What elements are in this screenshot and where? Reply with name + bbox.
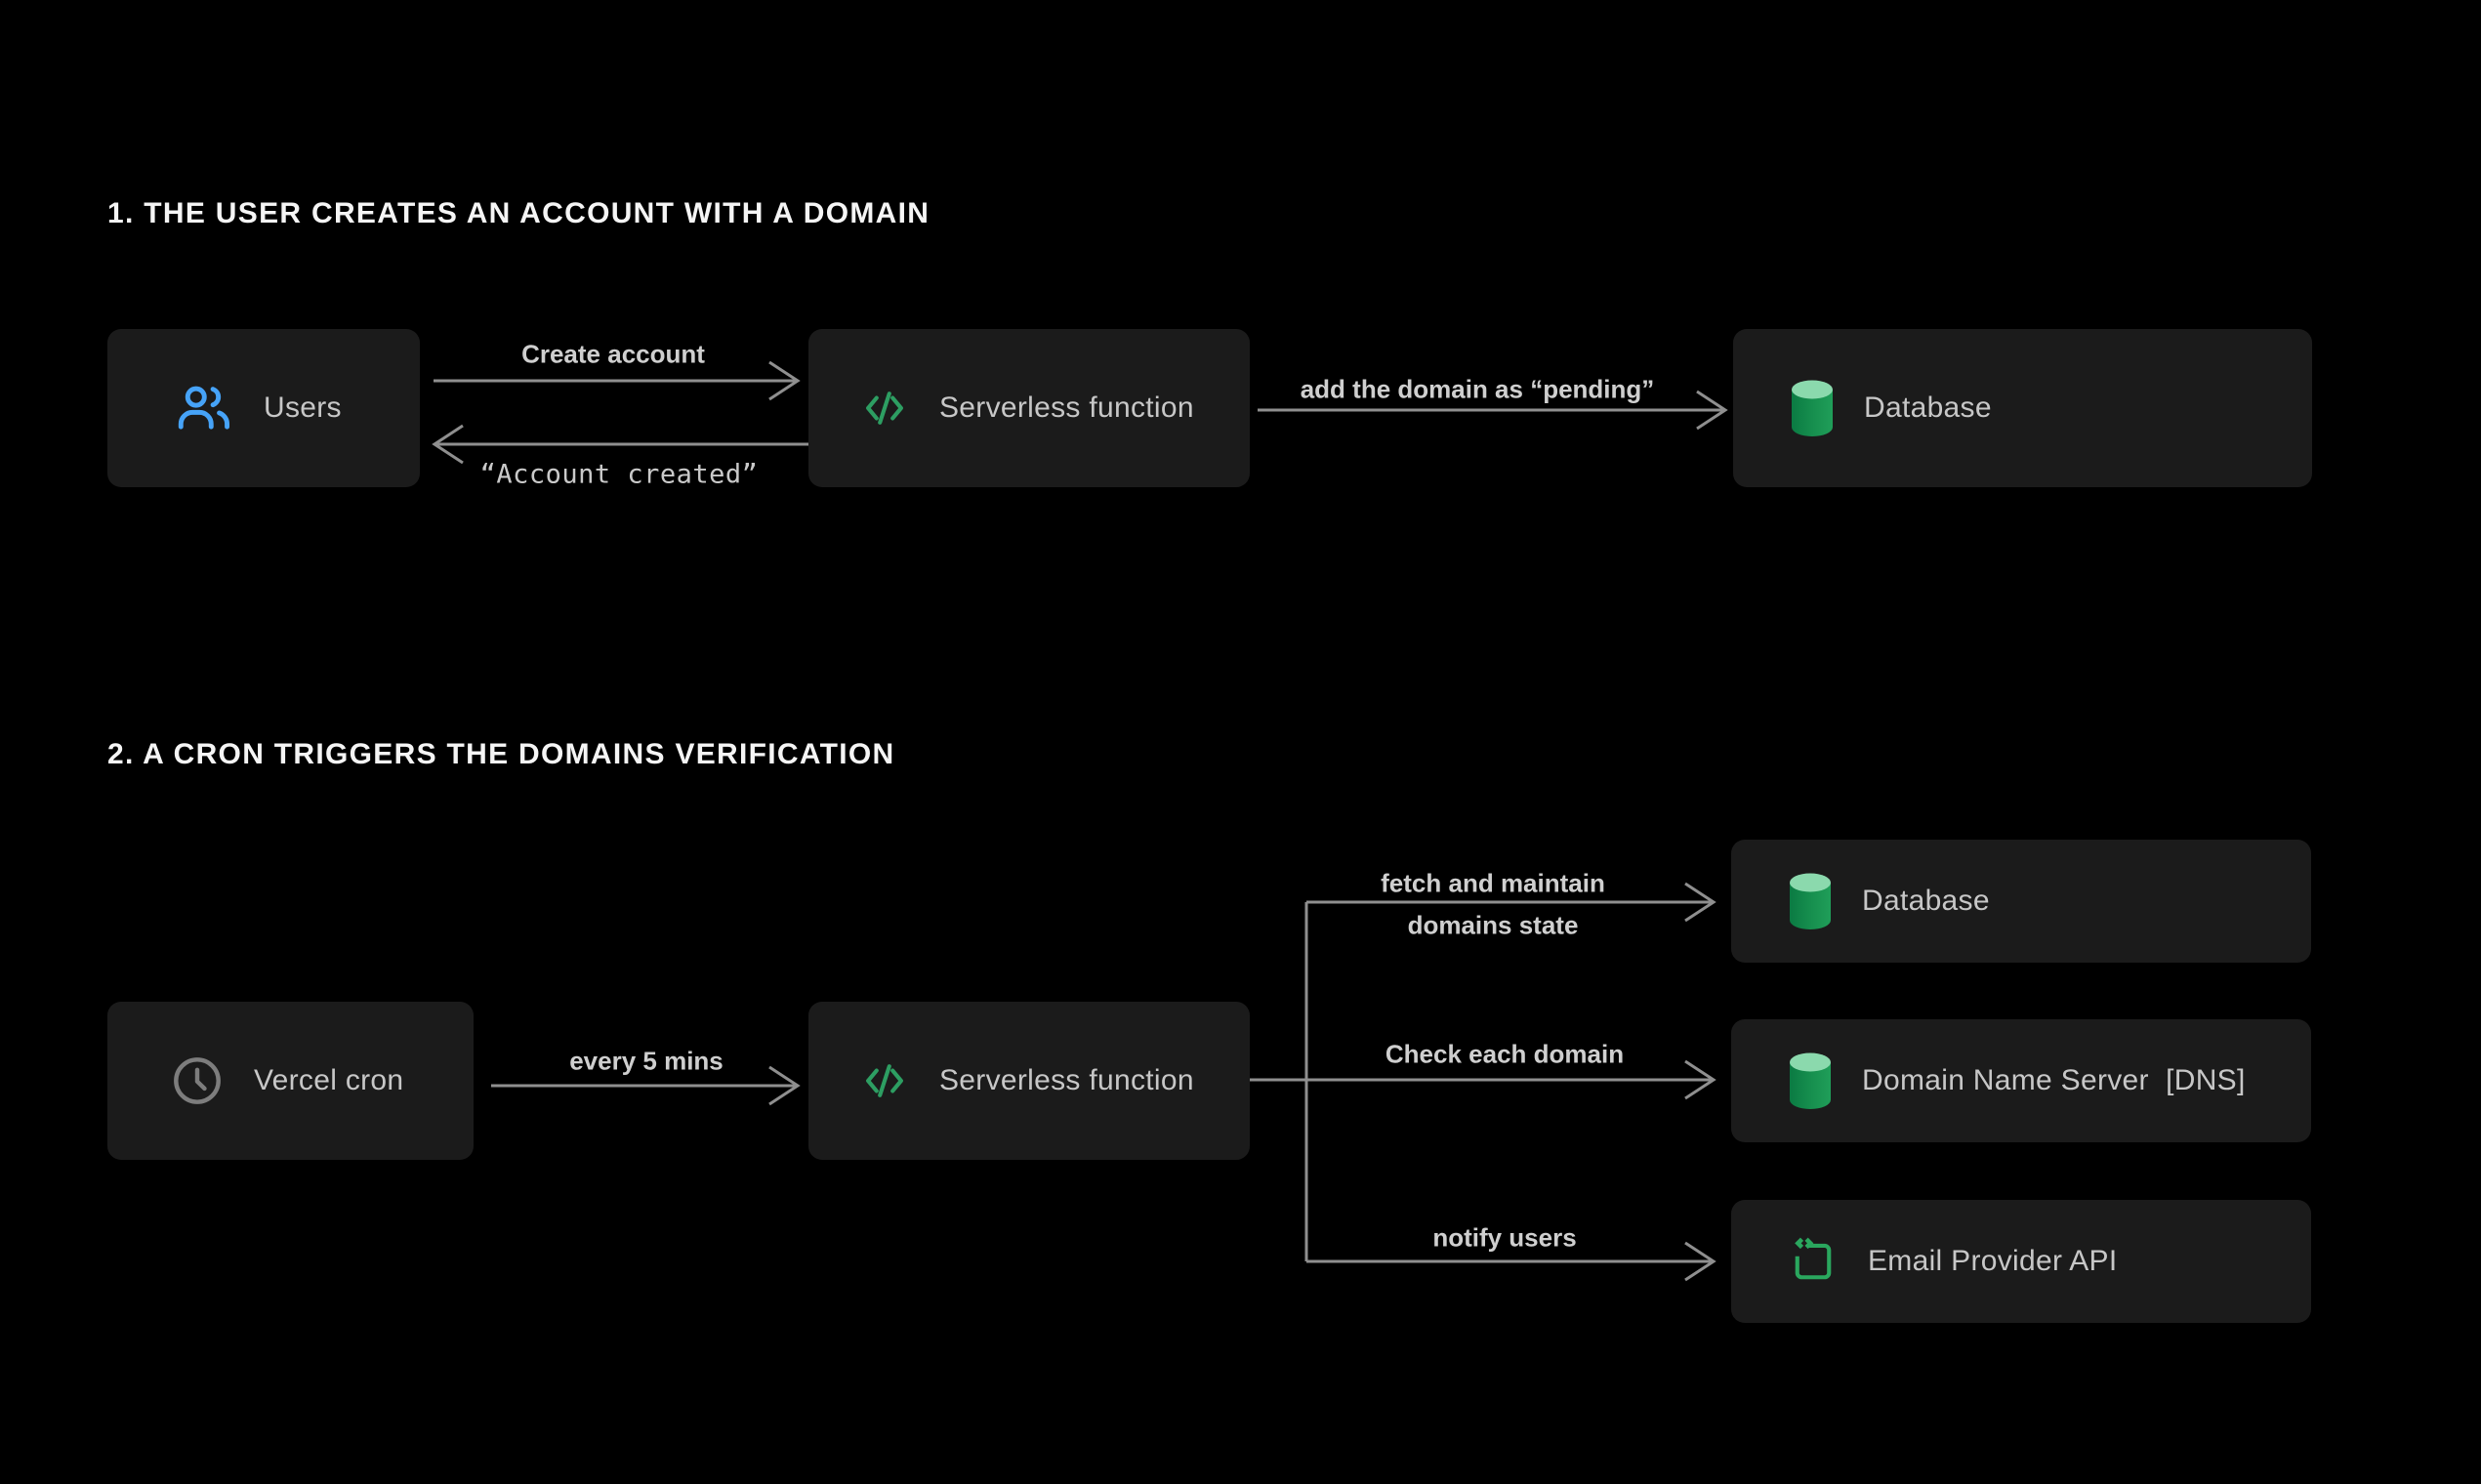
database-icon-node-1: Database [1733, 329, 2312, 487]
node-users: Users [107, 329, 420, 487]
section1-title: 1. THE USER CREATES AN ACCOUNT WITH A DO… [107, 197, 930, 229]
arrow-every-5-mins [491, 1065, 801, 1106]
node-label: Serverless function [939, 1064, 1194, 1096]
edge-label-notify-users: notify users [1432, 1222, 1577, 1253]
edge-label-every-5-mins: every 5 mins [569, 1046, 724, 1076]
node-email-provider: Email Provider API [1731, 1200, 2311, 1323]
edge-label-account-created: “Account created” [479, 459, 759, 490]
node-database-2: Database [1731, 840, 2311, 963]
edge-label-create-account: Create account [521, 339, 705, 369]
node-label: Users [264, 392, 342, 424]
users-icon [172, 378, 234, 438]
node-label: Vercel cron [254, 1064, 404, 1096]
database-icon [1788, 872, 1833, 930]
node-serverless-function-2: Serverless function [808, 1002, 1250, 1160]
edge-label-add-pending: add the domain as “pending” [1300, 374, 1655, 404]
edge-label-check-each-domain: Check each domain [1385, 1039, 1625, 1069]
arrow-check-domain [1232, 1059, 1716, 1100]
node-label: Domain Name Server [DNS] [1862, 1064, 2246, 1096]
node-label: Email Provider API [1868, 1245, 2118, 1277]
section2-title: 2. A CRON TRIGGERS THE DOMAINS VERIFICAT… [107, 738, 895, 770]
arrow-create-account [434, 360, 801, 401]
edge-label-fetch-line1: fetch and maintain [1381, 868, 1605, 898]
arrow-add-pending [1258, 390, 1728, 431]
database-icon [1790, 379, 1835, 437]
email-api-icon [1788, 1236, 1839, 1287]
node-label: Serverless function [939, 392, 1194, 424]
code-icon [859, 1053, 910, 1108]
node-label: Database [1862, 885, 1990, 917]
node-vercel-cron: Vercel cron [107, 1002, 474, 1160]
node-label: Database [1864, 392, 1992, 424]
database-icon [1788, 1051, 1833, 1110]
node-serverless-function-1: Serverless function [808, 329, 1250, 487]
arrow-notify-users [1306, 1241, 1716, 1282]
clock-icon [170, 1053, 225, 1108]
arrow-account-created [432, 424, 808, 465]
edge-label-fetch-line2: domains state [1407, 910, 1579, 940]
code-icon [859, 381, 910, 435]
arrow-fetch-state [1306, 882, 1716, 923]
node-dns: Domain Name Server [DNS] [1731, 1019, 2311, 1142]
